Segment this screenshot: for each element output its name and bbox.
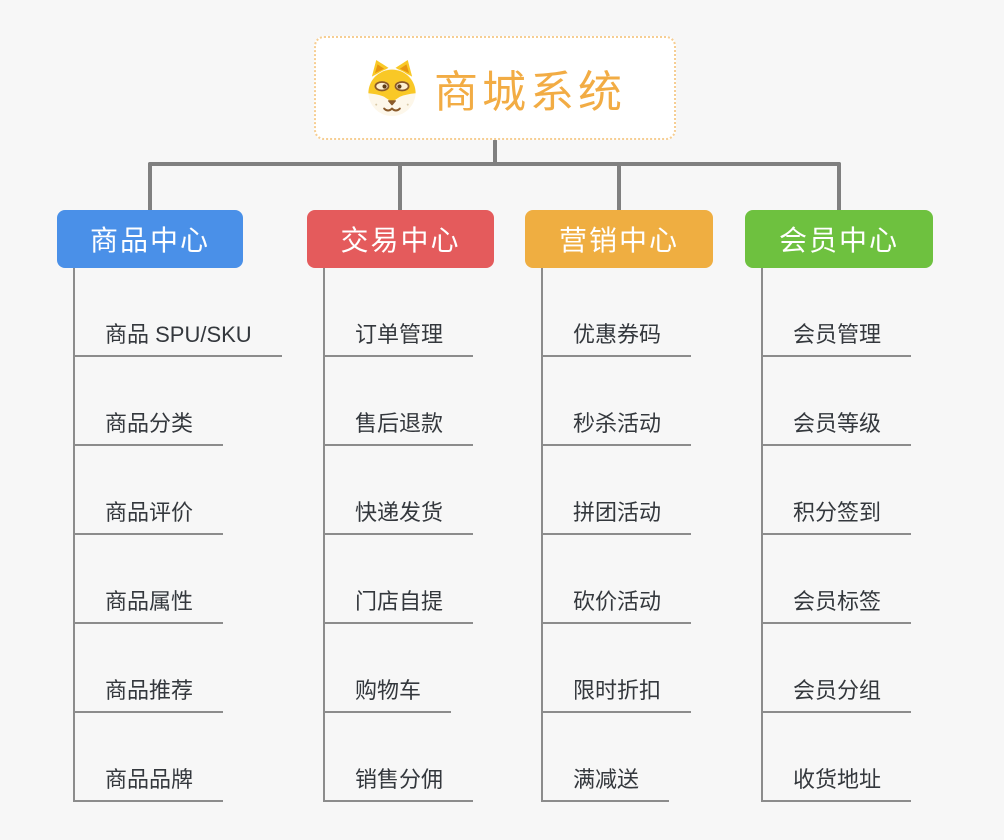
child-node[interactable]: 积分签到 [761,446,912,535]
connector-drop-3 [617,162,621,212]
child-node[interactable]: 购物车 [323,624,452,713]
branch-children: 订单管理售后退款快递发货门店自提购物车销售分佣 [323,268,474,802]
child-node[interactable]: 订单管理 [323,268,474,357]
branch-label: 会员中心 [778,225,899,256]
connector-root-stem [493,139,497,166]
child-node[interactable]: 销售分佣 [323,713,474,802]
child-node[interactable]: 商品 SPU/SKU [73,268,282,357]
branch-connector-line [323,268,325,801]
branch-node-3[interactable]: 营销中心 [525,210,713,268]
child-node[interactable]: 门店自提 [323,535,474,624]
child-node[interactable]: 秒杀活动 [541,357,692,446]
connector-drop-4 [837,162,841,212]
child-node[interactable]: 快递发货 [323,446,474,535]
child-node[interactable]: 拼团活动 [541,446,692,535]
child-node[interactable]: 商品评价 [73,446,224,535]
child-node[interactable]: 商品属性 [73,535,224,624]
branch-label: 商品中心 [89,225,210,256]
child-node[interactable]: 会员分组 [761,624,912,713]
doge-icon [368,60,416,116]
branch-label: 营销中心 [558,225,679,256]
branch-node-1[interactable]: 商品中心 [57,210,243,268]
child-node[interactable]: 商品分类 [73,357,224,446]
child-node[interactable]: 售后退款 [323,357,474,446]
child-node[interactable]: 收货地址 [761,713,912,802]
child-node[interactable]: 会员等级 [761,357,912,446]
connector-horizontal-bar [148,162,841,166]
connector-drop-1 [148,162,152,212]
child-node[interactable]: 满减送 [541,713,670,802]
branch-children: 优惠券码秒杀活动拼团活动砍价活动限时折扣满减送 [541,268,692,802]
branch-connector-line [73,268,75,801]
root-title: 商城系统 [434,68,626,117]
child-node[interactable]: 商品推荐 [73,624,224,713]
root-node[interactable]: 商城系统 [314,36,676,140]
branch-children: 会员管理会员等级积分签到会员标签会员分组收货地址 [761,268,912,802]
branch-connector-line [541,268,543,801]
child-node[interactable]: 商品品牌 [73,713,224,802]
branch-label: 交易中心 [340,225,461,256]
child-node[interactable]: 会员管理 [761,268,912,357]
child-node[interactable]: 优惠券码 [541,268,692,357]
child-node[interactable]: 会员标签 [761,535,912,624]
branch-node-4[interactable]: 会员中心 [745,210,933,268]
child-node[interactable]: 砍价活动 [541,535,692,624]
child-node[interactable]: 限时折扣 [541,624,692,713]
branch-node-2[interactable]: 交易中心 [307,210,494,268]
branch-connector-line [761,268,763,801]
connector-drop-2 [398,162,402,212]
